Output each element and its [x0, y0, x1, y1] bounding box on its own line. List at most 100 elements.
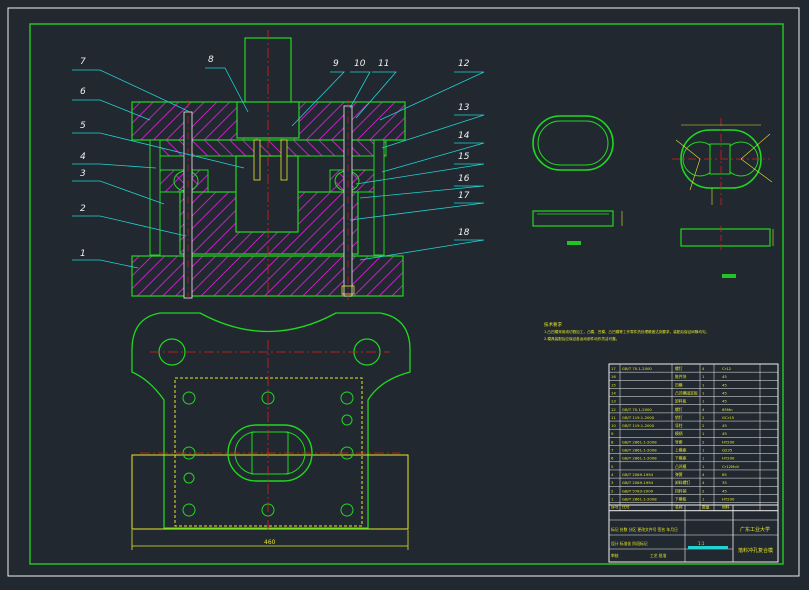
notes-line-2: 2.模具装配后应保证各运动部件动作灵活可靠。	[544, 336, 619, 341]
bom-row-16-mat: 45	[722, 374, 727, 379]
inner-frame	[29, 23, 784, 565]
bom-row-11-qty: 2	[702, 415, 705, 420]
bom-row-9-mat: 45	[722, 431, 727, 436]
bom-row-2-mat: 45	[722, 488, 727, 493]
notes-line-1: 1.凸凹模采用线切割加工，凸模、凹模、凸凹模等工作零件热处理硬度达到要求，装配后…	[544, 329, 709, 334]
balloon-10: 10	[354, 59, 366, 69]
bom-row-7-qty: 1	[702, 448, 705, 453]
bom-row-14-name: 凸凹模固定板	[675, 390, 698, 395]
bom-row-9-no: 9	[611, 431, 614, 436]
bom-row-6-qty: 1	[702, 456, 705, 461]
bom-row-7-mat: Q235	[722, 448, 733, 453]
titleblock-drawing-name: 落料冲孔复合模	[738, 547, 773, 554]
bom-row-3-qty: 4	[702, 480, 705, 485]
titleblock-scale: 1:1	[698, 541, 705, 546]
bom-row-14-mat: 45	[722, 390, 727, 395]
bom-row-7-std: GB/T 2861.1-2008	[622, 448, 657, 453]
balloon-13: 13	[458, 103, 470, 113]
bom-row-6-mat: HT200	[722, 456, 735, 461]
balloon-2: 2	[80, 204, 86, 214]
bom-row-7-no: 7	[611, 448, 614, 453]
leader-lines	[72, 67, 485, 269]
bom-row-8-name: 导套	[675, 439, 683, 444]
balloon-3: 3	[80, 169, 86, 179]
titleblock-design: 设计 标准化 阶段标记	[611, 541, 648, 546]
balloon-7: 7	[80, 57, 86, 67]
lower-die-seat	[131, 255, 404, 297]
technical-notes: 技术要求 1.凸凹模采用线切割加工，凸模、凹模、凸凹模等工作零件热处理硬度达到要…	[544, 321, 709, 341]
bom-row-2-qty: 2	[702, 488, 705, 493]
bom-row-11-mat: GCr15	[722, 415, 735, 420]
balloon-12: 12	[458, 59, 470, 69]
bom-row-12-mat: 65Mn	[722, 407, 733, 412]
bom-row-13-no: 13	[611, 399, 616, 404]
balloon-6: 6	[80, 87, 86, 97]
bom-row-15-name: 凹模	[675, 382, 683, 387]
bom-row-3-name: 卸料螺钉	[675, 480, 690, 485]
bom-row-17-no: 17	[611, 366, 616, 371]
bom-row-4-mat: 65	[722, 472, 727, 477]
balloon-11: 11	[378, 59, 389, 69]
bom-row-10-name: 导柱	[675, 423, 683, 428]
bom-row-17-name: 螺钉	[675, 366, 683, 371]
bom-row-4-no: 4	[611, 472, 614, 477]
bom-row-3-mat: 35	[722, 480, 727, 485]
bom-header-qty: 数量	[702, 505, 710, 510]
section-view	[131, 30, 406, 300]
bom-row-10-std: GB/T 119.1-2000	[622, 423, 655, 428]
plan-view: 460	[131, 312, 411, 550]
bom-row-4-qty: 4	[702, 472, 705, 477]
balloon-8: 8	[208, 55, 214, 65]
bom-row-13-name: 卸料板	[675, 399, 687, 404]
bom-row-5-no: 5	[611, 464, 614, 469]
bom-row-12-name: 螺钉	[675, 407, 683, 412]
title-block: 标记 处数 分区 更改文件号 签名 年月日 设计 标准化 阶段标记 审核 工艺 …	[608, 504, 779, 563]
titleblock-review: 审核	[611, 553, 619, 558]
bom-row-14-no: 14	[611, 390, 616, 395]
bom-row-12-std: GB/T 70.1-2000	[622, 407, 652, 412]
bom-row-16-name: 推件块	[675, 374, 687, 379]
balloon-4: 4	[80, 152, 86, 162]
bom-header-std: 代号	[622, 505, 630, 510]
bom-row-3-std: GB/T 2089-1994	[622, 480, 654, 485]
bom-row-8-std: GB/T 2861.1-2008	[622, 439, 657, 444]
bom-row-4-std: GB/T 2089-1994	[622, 472, 654, 477]
balloon-17: 17	[458, 191, 470, 201]
titleblock-revision: 标记 处数 分区 更改文件号 签名 年月日	[611, 527, 678, 532]
bom-row-5-name: 凸凹模	[675, 464, 687, 469]
bom-row-6-name: 下模座	[675, 456, 687, 461]
bom-row-8-qty: 2	[702, 439, 705, 444]
bom-row-11-name: 销钉	[675, 415, 683, 420]
balloon-14: 14	[458, 131, 470, 141]
bom-row-14-qty: 1	[702, 390, 705, 395]
bom-header-no: 序号	[611, 505, 619, 510]
bom-row-12-qty: 4	[702, 407, 705, 412]
bom-row-16-no: 16	[611, 374, 616, 379]
bom-header-mat: 材料	[722, 505, 730, 510]
bom-row-5-qty: 1	[702, 464, 705, 469]
bom-row-1-name: 下模板	[675, 496, 687, 501]
bom-row-4-name: 弹簧	[675, 472, 683, 477]
bom-row-10-mat: 45	[722, 423, 727, 428]
bom-row-11-no: 11	[611, 415, 616, 420]
bom-row-3-no: 3	[611, 480, 614, 485]
bom-row-12-no: 12	[611, 407, 616, 412]
balloon-16: 16	[458, 174, 470, 184]
bom-row-2-no: 2	[611, 488, 614, 493]
balloon-5: 5	[80, 121, 86, 131]
balloon-1: 1	[80, 249, 86, 259]
bom-row-2-std: GB/T 5783-2000	[622, 488, 654, 493]
bom-row-1-std: GB/T 2861.1-2008	[622, 496, 657, 501]
balloon-15: 15	[458, 152, 470, 162]
outer-frame	[7, 7, 800, 577]
bom-row-1-mat: HT200	[722, 496, 735, 501]
balloon-18: 18	[458, 228, 470, 238]
bom-row-15-mat: 45	[722, 382, 727, 387]
bom-row-17-std: GB/T 70.1-2000	[622, 366, 652, 371]
bom-row-16-qty: 1	[702, 374, 705, 379]
bom-row-15-no: 15	[611, 382, 616, 387]
bom-row-9-name: 模柄	[675, 431, 683, 436]
bom-header-name: 名称	[675, 505, 683, 510]
